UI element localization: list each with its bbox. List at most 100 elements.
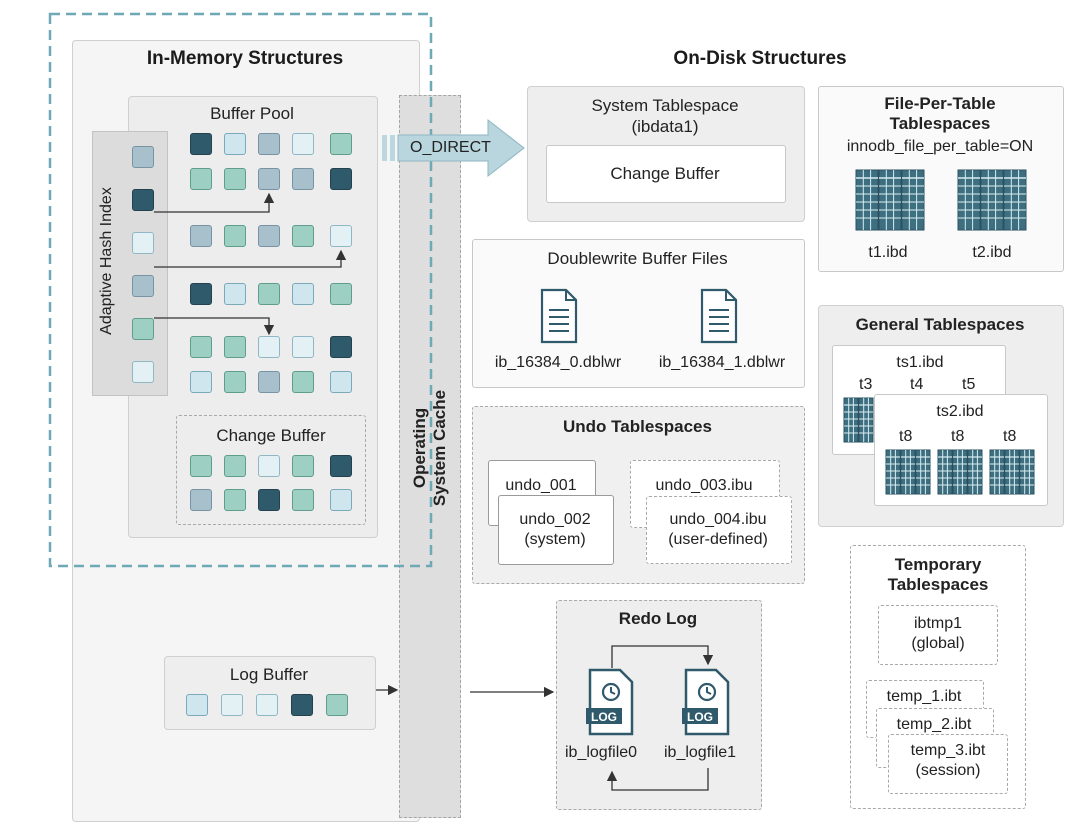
change-buffer-memory-title: Change Buffer [216, 426, 326, 445]
doublewrite-title: Doublewrite Buffer Files [547, 249, 728, 268]
change-buffer-disk-label: Change Buffer [610, 164, 720, 183]
undo-001-label: undo_001 [505, 477, 577, 494]
ibtmp1-label: ibtmp1 (global) [878, 614, 998, 654]
buffer-page [258, 225, 280, 247]
temporary-title-1: Temporary [894, 555, 982, 574]
change-buffer-page [224, 489, 246, 511]
buffer-page [224, 225, 246, 247]
change-buffer-page [330, 489, 352, 511]
ib-logfile1-label: ib_logfile1 [664, 744, 737, 761]
ts2-label: ts2.ibd [936, 403, 984, 420]
ibtmp1-box [878, 605, 998, 665]
buffer-pool-title: Buffer Pool [210, 104, 294, 123]
change-buffer-page [224, 455, 246, 477]
system-tablespace-title-1: System Tablespace [591, 96, 739, 115]
system-tablespace-title: System Tablespace (ibdata1) [527, 95, 803, 137]
buffer-page [330, 283, 352, 305]
ibtmp1-name: ibtmp1 [913, 615, 963, 632]
o-direct-label: O_DIRECT [410, 139, 491, 156]
undo-002-box [498, 495, 614, 565]
undo-003-label: undo_003.ibu [655, 477, 753, 494]
undo-tablespaces-title: Undo Tablespaces [563, 417, 712, 436]
hash-entry [132, 232, 154, 254]
doublewrite-file-2: ib_16384_1.dblwr [658, 354, 786, 371]
os-cache-line2: System Cache [430, 389, 449, 507]
buffer-page [292, 133, 314, 155]
undo-004-box [646, 496, 792, 564]
buffer-page [258, 371, 280, 393]
log-buffer-entry [186, 694, 208, 716]
in-memory-title: In-Memory Structures [146, 48, 344, 69]
buffer-page [190, 133, 212, 155]
general-tablespaces-title: General Tablespaces [855, 315, 1025, 334]
ib-logfile0-label: ib_logfile0 [565, 744, 638, 761]
change-buffer-page [292, 455, 314, 477]
log-buffer-title: Log Buffer [229, 665, 309, 684]
buffer-page [224, 283, 246, 305]
file-per-table-setting: innodb_file_per_table=ON [846, 138, 1034, 155]
t4-label: t4 [910, 376, 924, 393]
log-buffer-entry [256, 694, 278, 716]
buffer-page [224, 336, 246, 358]
temp3-box [888, 734, 1008, 794]
doublewrite-file-1: ib_16384_0.dblwr [494, 354, 622, 371]
temporary-title-2: Tablespaces [887, 575, 989, 594]
change-buffer-disk-box [546, 145, 786, 203]
file-per-table-title-1: File-Per-Table [884, 94, 996, 113]
change-buffer-page [292, 489, 314, 511]
buffer-page [330, 133, 352, 155]
t8-label-b: t8 [951, 428, 965, 445]
buffer-page [258, 283, 280, 305]
t1-ibd-label: t1.ibd [868, 244, 908, 261]
temp3-scope: (session) [915, 762, 981, 779]
buffer-page [190, 168, 212, 190]
ibtmp1-scope: (global) [911, 635, 965, 652]
buffer-page [330, 168, 352, 190]
change-buffer-page [190, 455, 212, 477]
redo-log-box [556, 600, 762, 810]
temp3-name: temp_3.ibt [910, 742, 986, 759]
adaptive-hash-index-label: Adaptive Hash Index [98, 187, 115, 335]
change-buffer-page [190, 489, 212, 511]
t5-label: t5 [962, 376, 976, 393]
temporary-tablespaces-title: Temporary Tablespaces [850, 555, 1026, 595]
log-buffer-entry [326, 694, 348, 716]
hash-entry [132, 275, 154, 297]
hash-entry [132, 361, 154, 383]
undo-002-label: undo_002 (system) [498, 510, 612, 550]
temp3-label: temp_3.ibt (session) [888, 741, 1008, 781]
change-buffer-page [258, 489, 280, 511]
t3-label: t3 [859, 376, 873, 393]
undo-004-type: (user-defined) [668, 531, 768, 548]
undo-002-name: undo_002 [519, 511, 591, 528]
change-buffer-page [330, 455, 352, 477]
t8-label-c: t8 [1003, 428, 1017, 445]
hash-entry [132, 318, 154, 340]
undo-004-name: undo_004.ibu [669, 511, 767, 528]
log-buffer-box [164, 656, 376, 730]
buffer-page [224, 168, 246, 190]
system-tablespace-title-2: (ibdata1) [631, 117, 699, 136]
buffer-page [292, 336, 314, 358]
hash-entry [132, 189, 154, 211]
file-per-table-title: File-Per-Table Tablespaces [818, 94, 1062, 134]
os-cache-line1: Operating [410, 407, 429, 489]
file-per-table-title-2: Tablespaces [889, 114, 991, 133]
buffer-page [258, 168, 280, 190]
buffer-page [258, 133, 280, 155]
buffer-page [190, 336, 212, 358]
on-disk-title: On-Disk Structures [673, 48, 847, 69]
buffer-page [224, 133, 246, 155]
buffer-page [258, 336, 280, 358]
os-cache-label: Operating System Cache [410, 348, 450, 548]
hash-entry [132, 146, 154, 168]
buffer-page [330, 225, 352, 247]
buffer-page [190, 371, 212, 393]
buffer-page [190, 283, 212, 305]
ts1-label: ts1.ibd [896, 354, 944, 371]
log-buffer-entry [291, 694, 313, 716]
buffer-page [190, 225, 212, 247]
temp1-label: temp_1.ibt [886, 688, 962, 705]
t8-label-a: t8 [899, 428, 913, 445]
undo-002-type: (system) [524, 531, 586, 548]
